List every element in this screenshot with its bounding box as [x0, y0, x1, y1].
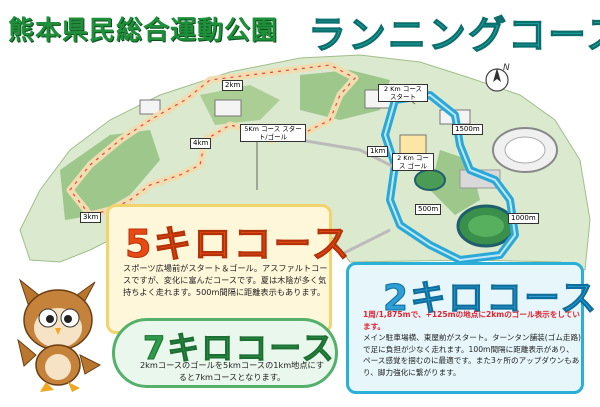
owl-mascot-icon [17, 278, 102, 392]
course7-description: 2kmコースのゴールを5kmコースの1km地点にすると7kmコースとなります。 [139, 360, 325, 382]
course5-start-goal-label: 5Km コース スタート/ゴール [240, 124, 306, 142]
sub-track [414, 169, 446, 191]
course2-highlight: 1周/1,875mで、+125mの地点に2kmのゴール表示をしています。 [363, 310, 580, 331]
m-marker-1500m: 1500m [452, 124, 483, 135]
m-marker-1000m: 1000m [508, 213, 539, 224]
course5-description: スポーツ広場前がスタート＆ゴール。アスファルトコースですが、変化に富んだコースで… [123, 263, 328, 297]
km-marker-1km: 1km [367, 146, 389, 157]
course2-heading: 2キロコース [382, 278, 599, 320]
course-title: ランニングコース [307, 13, 600, 58]
forest-area [60, 130, 160, 220]
course2-description-block: 1周/1,875mで、+125mの地点に2kmのゴール表示をしています。 メイン… [363, 309, 581, 378]
road [339, 228, 391, 257]
course2-description: メイン駐車場横、東屋前がスタート。ターンタン舗装(ゴム走路)で足に負担が少なく走… [363, 333, 582, 377]
park-title: 熊本県民総合運動公園 [8, 16, 279, 46]
facility [139, 99, 161, 115]
facility [214, 99, 242, 117]
course5-panel: 5キロコース スポーツ広場前がスタート＆ゴール。アスファルトコースですが、変化に… [106, 204, 350, 334]
compass-label: N [503, 63, 510, 73]
course7-heading: 7キロコース [143, 329, 336, 368]
main-stadium [504, 136, 546, 164]
course2-panel: 2キロコース 1周/1,875mで、+125mの地点に2kmのゴール表示をしてい… [346, 262, 597, 394]
km-marker-2km: 2km [222, 80, 244, 91]
km-marker-3km: 3km [80, 212, 102, 223]
m-marker-500m: 500m [415, 204, 442, 215]
course5-heading: 5キロコース [125, 222, 352, 267]
road [299, 138, 401, 172]
athletics-field [468, 215, 504, 237]
course-5km-path [66, 61, 359, 219]
km-marker-4km: 4km [190, 138, 212, 149]
course2-start-label: 2 Km コース スタート [378, 84, 428, 102]
course7-panel: 7キロコース 2kmコースのゴールを5kmコースの1km地点にすると7kmコース… [112, 318, 338, 388]
compass-icon [485, 68, 509, 92]
course2-goal-label: 2 Km コース ゴール [392, 153, 434, 171]
